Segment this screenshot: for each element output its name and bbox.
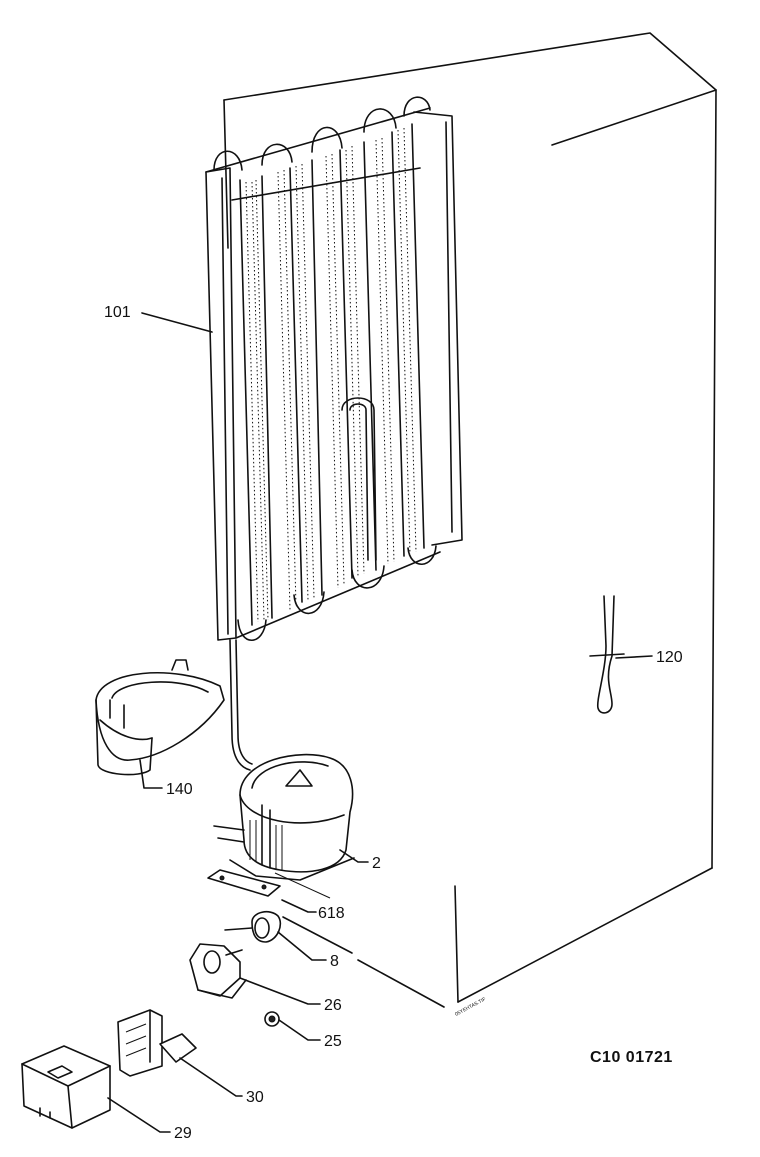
part-label-120: 120 [656,649,683,666]
cover-box [21,1045,111,1129]
cabinet-outline [223,32,717,1008]
cover-bracket [117,1009,197,1077]
starter-relay [189,943,247,999]
part-label-618: 618 [318,905,345,922]
part-label-140: 140 [166,781,193,798]
drawing-code: C10 01721 [590,1049,673,1066]
part-label-101: 101 [104,304,131,321]
part-label-30: 30 [246,1089,264,1106]
mounting-plate [207,869,281,897]
condenser [205,96,463,771]
part-label-29: 29 [174,1125,192,1142]
part-label-8: 8 [330,953,339,970]
drip-tray [95,659,225,776]
compressor [213,753,355,881]
file-stamp: 05YEHTAS.TIF [454,996,487,1017]
part-label-2: 2 [372,855,381,872]
part-label-25: 25 [324,1033,342,1050]
part-label-26: 26 [324,997,342,1014]
thermal-protector [224,910,282,943]
nut [264,1011,280,1027]
cable-clip [589,595,625,714]
leader-lines [107,312,653,1133]
